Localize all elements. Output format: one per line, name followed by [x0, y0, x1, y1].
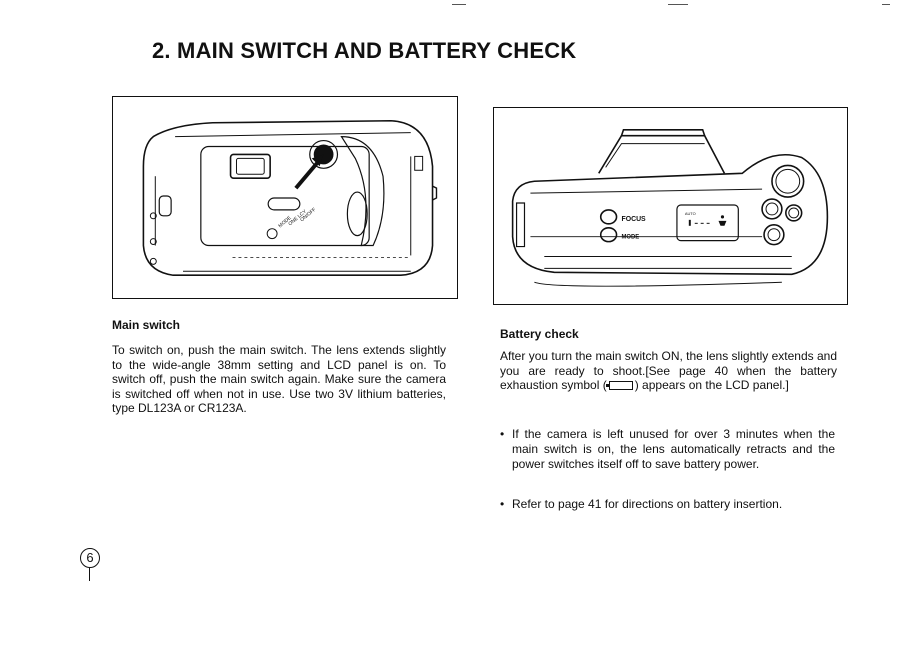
scan-mark	[882, 4, 890, 5]
scan-mark	[452, 4, 466, 5]
auto-label: AUTO	[685, 211, 696, 216]
battery-check-text-after: ) appears on the LCD panel.]	[634, 378, 789, 392]
battery-check-figure: FOCUS MODE AUTO	[493, 107, 848, 305]
bullet-text: Refer to page 41 for directions on batte…	[512, 497, 783, 511]
list-item: • Refer to page 41 for directions on bat…	[500, 497, 842, 512]
bullet-text: If the camera is left unused for over 3 …	[512, 427, 835, 471]
bullet-marker: •	[500, 427, 505, 441]
main-switch-heading: Main switch	[112, 318, 181, 332]
battery-exhaustion-icon	[605, 381, 633, 391]
bullet-marker: •	[500, 497, 505, 511]
battery-check-text-before: After you turn the main switch ON, the l…	[500, 349, 837, 392]
page-title: 2. MAIN SWITCH AND BATTERY CHECK	[152, 38, 577, 63]
page-number-tail	[89, 568, 91, 581]
camera-back-illustration: MODE ONE LCY ON/OFF	[142, 119, 438, 277]
battery-check-heading: Battery check	[500, 327, 579, 341]
main-switch-paragraph: To switch on, push the main switch. The …	[112, 343, 446, 415]
focus-label: FOCUS	[622, 216, 647, 223]
page-number: 6	[80, 548, 100, 568]
list-item: • If the camera is left unused for over …	[500, 427, 835, 472]
main-switch-figure: MODE ONE LCY ON/OFF	[112, 96, 458, 299]
mode-label: MODE	[622, 235, 640, 241]
battery-check-paragraph: After you turn the main switch ON, the l…	[500, 349, 837, 393]
camera-top-illustration: FOCUS MODE AUTO	[511, 128, 829, 287]
scan-mark	[668, 4, 688, 5]
